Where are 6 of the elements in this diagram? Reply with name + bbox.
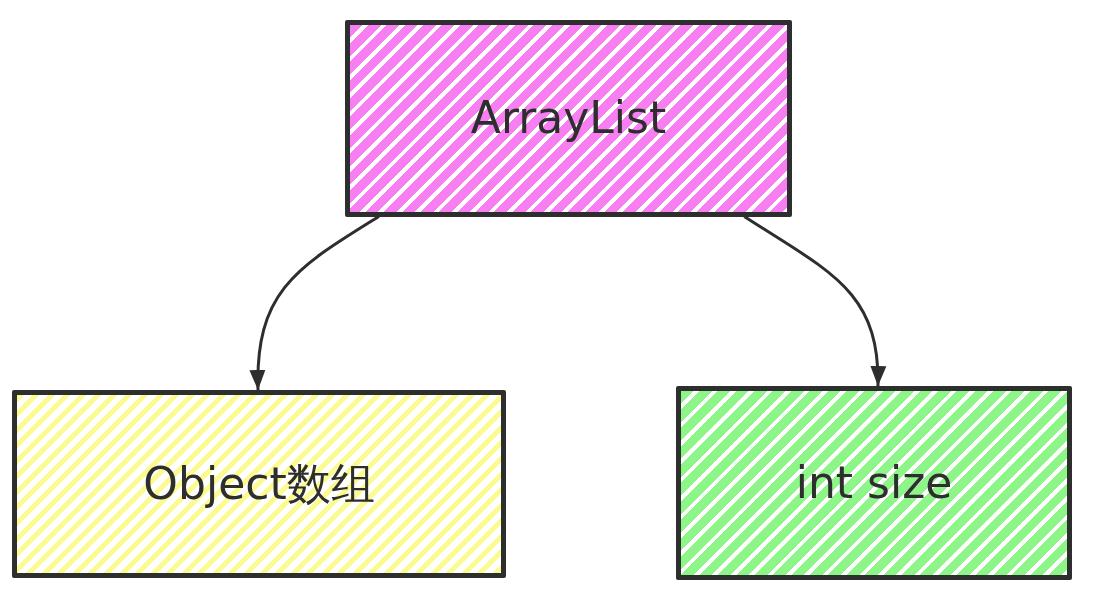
class-box — [345, 20, 792, 217]
arrow — [250, 215, 380, 392]
arrow — [743, 215, 886, 388]
field-box — [676, 386, 1072, 580]
field-box — [12, 390, 506, 578]
node-label: Object数组 — [143, 457, 375, 511]
